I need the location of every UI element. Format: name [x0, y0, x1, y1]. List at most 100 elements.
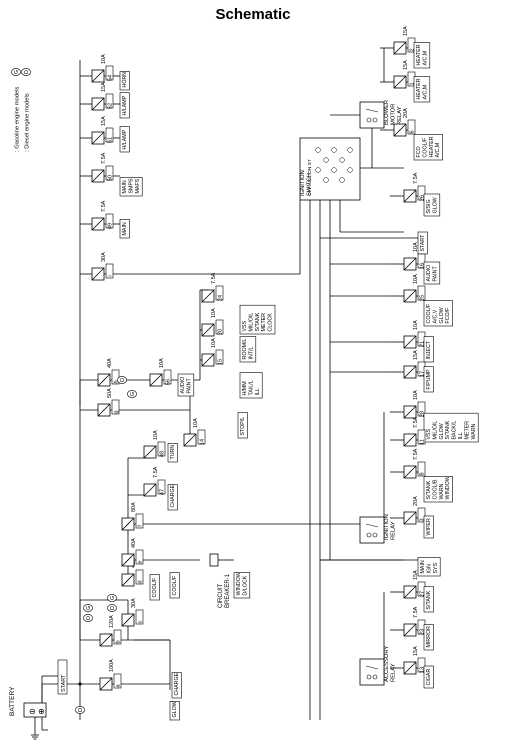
fuse-rating: 10A: [211, 338, 217, 348]
fuse-element: [403, 189, 417, 203]
load-49: [119, 219, 130, 239]
fuse-element: [149, 373, 163, 387]
load-label: PAINT: [186, 378, 192, 394]
fuse-element: [121, 553, 135, 567]
load-label: S/TANK: [445, 420, 451, 439]
fuse-number: d: [138, 580, 144, 583]
load-50: [119, 177, 143, 197]
load-label: A/C,M: [435, 143, 441, 158]
load-label: SYS: [433, 562, 439, 573]
fuse-rating: 80A: [131, 502, 137, 512]
load-audio-paint-56: [177, 373, 195, 397]
load-label: COOL/F: [152, 577, 158, 597]
model-tag: [117, 376, 127, 384]
load-8: [423, 476, 453, 503]
fuse-rating: 30A: [131, 598, 137, 608]
fuse-rating: 7.5A: [413, 606, 419, 618]
load-23: [423, 624, 434, 651]
fuse-number: b: [116, 640, 122, 643]
junction-dot: [78, 682, 82, 686]
load-label: AUDIO: [180, 377, 186, 394]
load-label: TURN: [170, 445, 176, 460]
fuse-rating: 10A: [153, 430, 159, 440]
load-label: WIPER: [426, 518, 432, 536]
fuse-number: 1: [410, 82, 416, 85]
load-label: GLOW: [432, 197, 438, 213]
fuse-number: a: [116, 684, 122, 688]
fuse-number: h: [114, 380, 120, 383]
switch-contact: [323, 177, 329, 183]
load-label: CIGAR: [426, 669, 432, 686]
load-label: METER: [464, 421, 470, 440]
fuse-number-box: [105, 93, 114, 109]
model-tag-letter: D: [110, 606, 116, 610]
fuse-number: 24: [218, 295, 224, 301]
blower-motor-relay: [359, 101, 385, 129]
load-coolf-c: [149, 574, 160, 601]
load-13: [423, 665, 434, 689]
fuse-element: [91, 267, 105, 281]
page-title: Schematic: [215, 6, 291, 23]
load-label: H/MM: [242, 381, 248, 395]
fuse-element: [201, 289, 215, 303]
load-label: INJECT: [426, 340, 432, 359]
load-label: D/LOCK: [242, 575, 248, 595]
fuse-number: 17: [420, 371, 426, 377]
fuse-rating: 15A: [413, 350, 419, 360]
model-tag-letter: G: [14, 70, 20, 74]
fuse-element: [143, 483, 157, 497]
load-label: A/C,M: [422, 51, 428, 66]
load-label: IGN: [426, 564, 432, 574]
fuse-number: 8: [420, 472, 426, 475]
load-label: MAIN: [420, 560, 426, 573]
model-tag-letter: D: [120, 378, 126, 382]
fuse-element: [99, 677, 113, 691]
fuse-number-box: [417, 507, 426, 523]
fuse-element: [403, 511, 417, 525]
load-label: INT/L: [248, 346, 254, 359]
fuse-number-box: [105, 213, 114, 229]
fuse-number-box: [105, 263, 114, 279]
fuse-rating: 15A: [101, 116, 107, 126]
load-label: GLOW: [439, 423, 445, 439]
fuse-number-box: [113, 629, 122, 645]
load-label: METER: [261, 313, 267, 332]
fuse-number: 28: [420, 411, 426, 417]
fuse-element: [91, 131, 105, 145]
label-line: RELAY: [391, 521, 397, 540]
fuse-element: [121, 613, 135, 627]
load-label: COOL/F: [426, 303, 432, 323]
load-label: S/TANK: [426, 480, 432, 499]
load-2: [413, 42, 431, 69]
ignition-relay: [359, 516, 385, 544]
fuse-rating: 20A: [403, 108, 409, 118]
fuse-element: [97, 373, 111, 387]
fuse-element: [393, 123, 407, 137]
model-tag-letter: D: [78, 708, 84, 712]
fuse-rating: 7.5A: [211, 272, 217, 284]
fuse-number-box: [417, 185, 426, 201]
fuse-element: [403, 661, 417, 675]
fuse-number: f: [138, 525, 144, 527]
load-label: GLOW: [172, 701, 178, 717]
fuse-rating: 10A: [193, 418, 199, 428]
load-label: MAIN: [122, 222, 128, 235]
load-label: MAFS: [135, 178, 141, 193]
fuse-element: [91, 97, 105, 111]
load-label: S/SIG: [426, 199, 432, 213]
battery-terminal: ⊕: [38, 707, 45, 716]
model-tag: [75, 706, 85, 714]
switch-contact: [339, 157, 345, 163]
fuse-rating: 20A: [413, 496, 419, 506]
fuse-rating: 10A: [413, 242, 419, 252]
model-tag-letter: D: [24, 70, 30, 74]
load-main-ign-sys: [417, 557, 441, 577]
relay-contact: [365, 665, 379, 670]
relay-coil: [372, 117, 378, 123]
fuse-number-box: [157, 441, 166, 457]
switch-contact: [331, 147, 337, 153]
